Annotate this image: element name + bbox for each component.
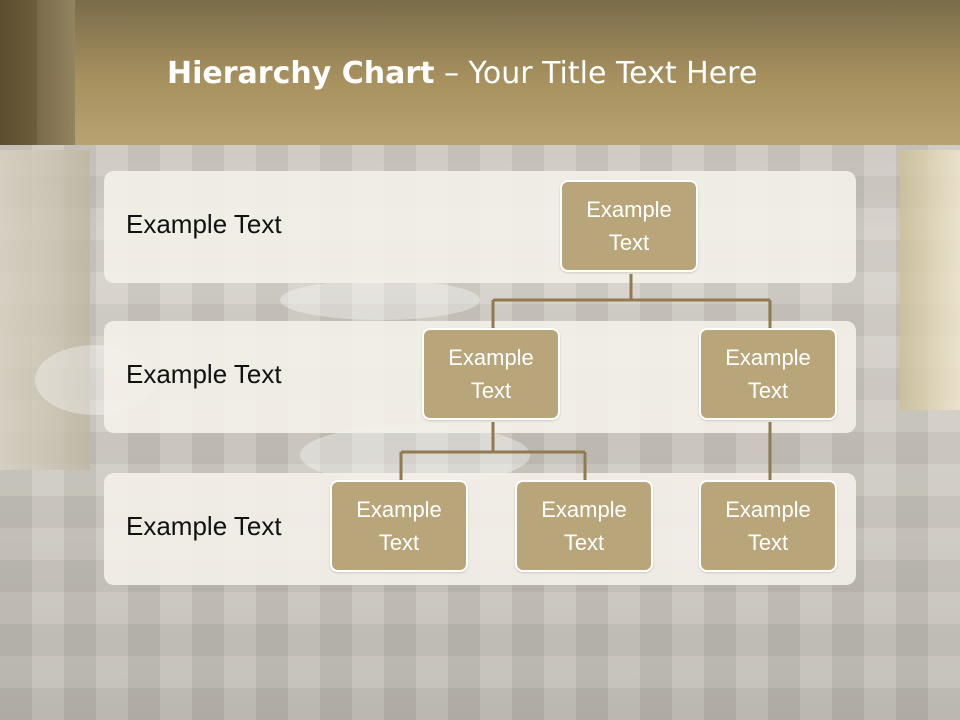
chair-right-image [900, 150, 960, 410]
header-accent-stripe [0, 0, 75, 145]
slide-header: Hierarchy Chart – Your Title Text Here [0, 0, 960, 145]
node-line: Example [725, 345, 811, 370]
plate-image [280, 280, 480, 320]
node-line: Text [563, 530, 605, 555]
header-accent-stripe [37, 0, 75, 145]
node-line: Example [586, 197, 672, 222]
node-line: Example [356, 497, 442, 522]
slide-title: Hierarchy Chart – Your Title Text Here [167, 56, 757, 91]
title-bold: Hierarchy Chart [167, 56, 435, 91]
node-line: Text [378, 530, 420, 555]
node-line: Example [541, 497, 627, 522]
node-line: Text [470, 378, 512, 403]
title-rest: – Your Title Text Here [434, 56, 758, 91]
node-line: Example [725, 497, 811, 522]
node-line: Text [608, 230, 650, 255]
node-line: Text [747, 530, 789, 555]
level-label-1: Example Text [126, 209, 282, 239]
chair-left-image [0, 150, 90, 470]
level-label-2: Example Text [126, 359, 282, 389]
node-line: Example [448, 345, 534, 370]
node-line: Text [747, 378, 789, 403]
level-band-1: Example Text [104, 171, 856, 283]
level-label-3: Example Text [126, 511, 282, 541]
